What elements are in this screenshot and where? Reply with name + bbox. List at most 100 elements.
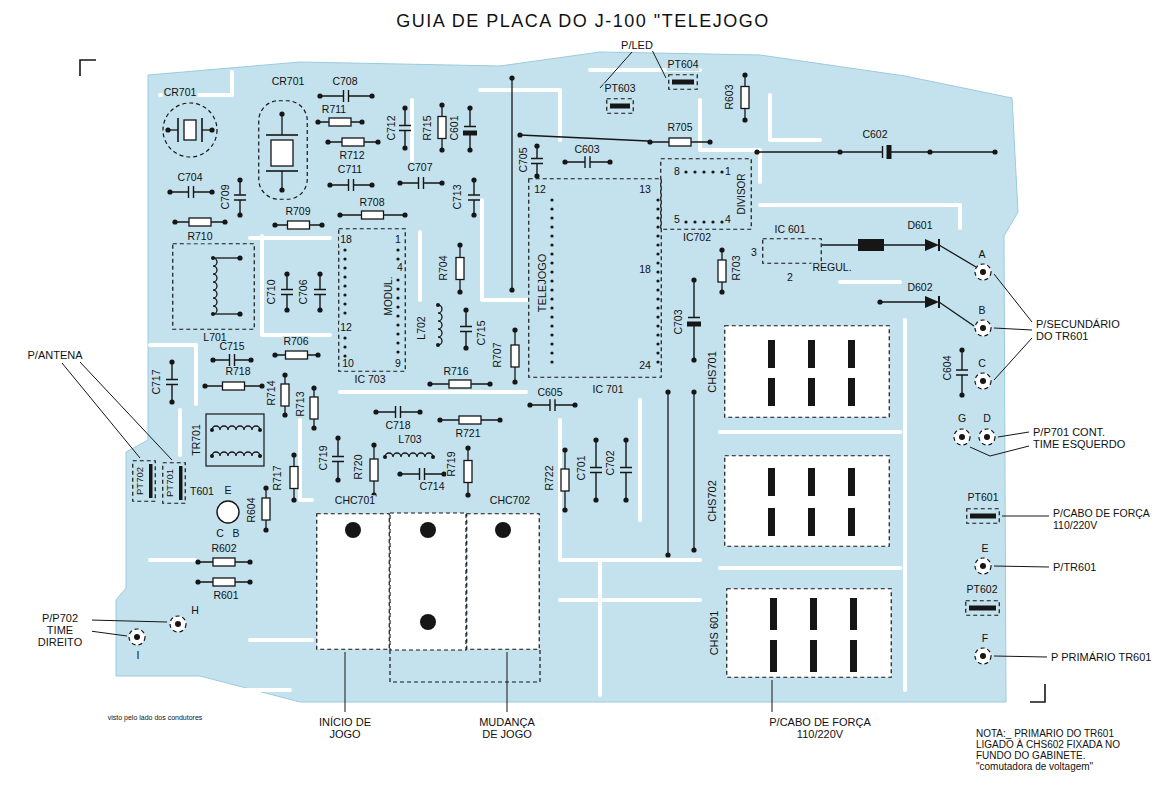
- resistor-symbol: [438, 117, 446, 139]
- ic-pin: [656, 288, 659, 291]
- node-outline: [974, 647, 992, 665]
- node-outline: [258, 100, 308, 200]
- solder-pad: [465, 492, 470, 497]
- outline-shape: [529, 179, 662, 378]
- part-label: C605: [536, 387, 563, 399]
- solder-pad: [195, 559, 200, 564]
- contact-bar: [770, 640, 777, 672]
- pin-pad: PT604: [668, 74, 698, 90]
- leader-line: [994, 656, 1047, 657]
- pin-number: 1: [394, 234, 402, 246]
- part-label: C711: [337, 164, 363, 176]
- outline-shape: [967, 509, 1000, 524]
- leader-line: [772, 680, 773, 712]
- ic-pin: [550, 252, 553, 255]
- node-outline: [128, 628, 146, 646]
- node-outline: [974, 319, 992, 337]
- node-outline: [466, 513, 540, 650]
- part-label: R713: [295, 390, 307, 417]
- solder-pad: [465, 445, 470, 450]
- outline-shape: [954, 429, 970, 445]
- part-label: R704: [438, 254, 450, 281]
- ic-pin: [550, 234, 553, 237]
- resistor-symbol: [449, 380, 471, 388]
- part-label: C713: [452, 183, 464, 210]
- node-heading: A: [977, 249, 986, 261]
- solder-pad: [210, 454, 214, 458]
- contact-bar: [969, 606, 996, 611]
- connection-dot: [980, 378, 986, 384]
- resistor-symbol: [213, 578, 235, 586]
- pin-number: 18: [339, 234, 353, 246]
- node-heading: IC702: [682, 232, 712, 244]
- pin-number: 10: [341, 358, 355, 370]
- solder-pad: [263, 527, 268, 532]
- connection-point: H: [169, 615, 187, 633]
- capacitor-symbol: [620, 440, 632, 500]
- ic-pin: [343, 302, 346, 305]
- capacitor-plates: [464, 108, 476, 150]
- outline-shape: [966, 601, 1000, 616]
- wire: [884, 244, 925, 245]
- solder-pad: [607, 159, 612, 164]
- contact-bar: [848, 468, 855, 496]
- pin-number: 8: [673, 166, 681, 178]
- contact-bar: [770, 598, 777, 630]
- ic-pin: [656, 360, 659, 363]
- coil-symbol: [438, 305, 442, 345]
- switch-outline: CHC701: [316, 513, 390, 650]
- solder-pad: [335, 477, 340, 482]
- solder-pad: [315, 119, 320, 124]
- leader-line: [994, 274, 1032, 322]
- part-label: R603: [724, 83, 736, 110]
- solder-pad: [417, 409, 422, 414]
- outline-shape: [727, 589, 892, 678]
- wire: [930, 151, 995, 152]
- ic-pin: [343, 248, 346, 251]
- solder-pad: [509, 287, 514, 292]
- ic-pin: [550, 297, 553, 300]
- solder-pad: [572, 402, 577, 407]
- jumper-pad: [858, 239, 884, 251]
- ic-pin: [343, 257, 346, 260]
- switch-outline: CHS701: [724, 325, 890, 418]
- part-label: C715: [218, 341, 245, 353]
- connection-point: A: [974, 263, 992, 281]
- part-label: C703: [673, 308, 685, 335]
- solder-pad: [337, 212, 342, 217]
- resistor-symbol: [329, 118, 351, 126]
- ic-pin: [343, 311, 346, 314]
- solder-pad: [691, 389, 696, 394]
- switch-outline: CHS702: [724, 455, 890, 547]
- ic-pin: [396, 305, 399, 308]
- node-text: DIVISOR: [736, 172, 747, 215]
- wire: [939, 245, 976, 267]
- outline-shape: [725, 456, 890, 547]
- coil-symbol: [212, 426, 260, 430]
- node-outline: [974, 557, 992, 575]
- capacitor-plates: [234, 180, 246, 215]
- part-label: C602: [861, 129, 888, 141]
- connection-point: C: [974, 372, 992, 390]
- board-drawing: [62, 50, 1049, 712]
- node-text: TELEJOGO: [536, 253, 548, 314]
- outline-shape: [975, 648, 991, 664]
- node-outline: [726, 588, 892, 678]
- trace-gap: [410, 100, 414, 170]
- solder-pad: [202, 383, 207, 388]
- part-label: C718: [384, 420, 411, 432]
- leader-line: [1002, 516, 1049, 517]
- resistor-symbol: [511, 345, 519, 367]
- node-outline: [316, 513, 390, 650]
- solder-pad: [247, 559, 252, 564]
- resistor-symbol: [189, 218, 211, 226]
- solder-pad: [279, 187, 284, 192]
- capacitor-plates: [460, 310, 472, 348]
- solder-pad: [258, 454, 262, 458]
- node-outline: [974, 372, 992, 390]
- solder-pad: [335, 435, 340, 440]
- resistor-symbol: [362, 211, 384, 219]
- node-heading: CHS701: [706, 350, 718, 394]
- ic-pin: [343, 345, 346, 348]
